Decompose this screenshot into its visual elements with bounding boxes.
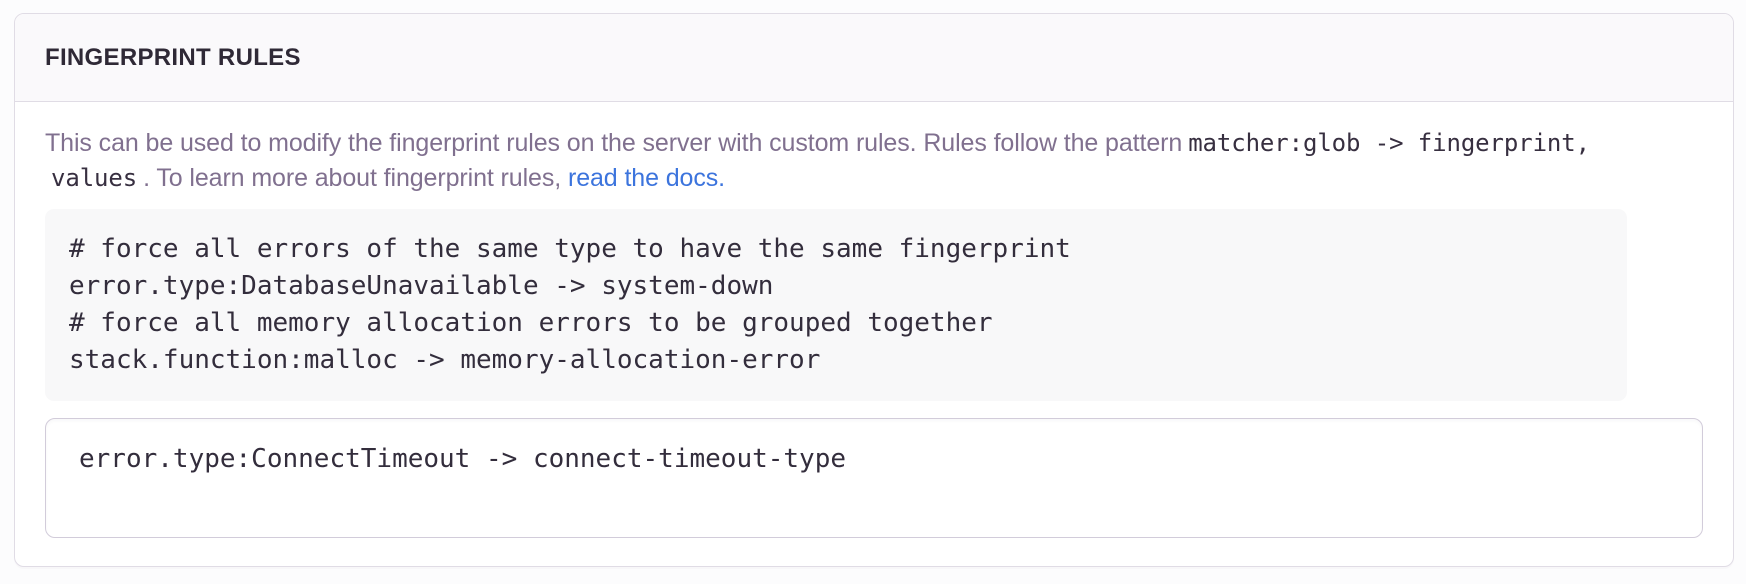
description-text-1: This can be used to modify the fingerpri… (45, 129, 1183, 157)
example-rules-code-block: # force all errors of the same type to h… (45, 209, 1627, 401)
pattern-inline-code-1: matcher:glob -> fingerprint, (1188, 129, 1590, 157)
read-the-docs-link[interactable]: read the docs. (567, 164, 726, 192)
description: This can be used to modify the fingerpri… (45, 126, 1703, 196)
panel-body: This can be used to modify the fingerpri… (15, 102, 1733, 566)
panel-header: FINGERPRINT RULES (15, 14, 1733, 102)
description-line-2: values. To learn more about fingerprint … (45, 161, 1703, 196)
settings-page: FINGERPRINT RULES This can be used to mo… (14, 13, 1734, 567)
description-line-1: This can be used to modify the fingerpri… (45, 126, 1703, 161)
description-text-2: . To learn more about fingerprint rules, (143, 164, 562, 192)
pattern-inline-code-2: values (51, 164, 138, 192)
fingerprint-rules-panel: FINGERPRINT RULES This can be used to mo… (14, 13, 1734, 567)
fingerprint-rules-textarea[interactable]: error.type:ConnectTimeout -> connect-tim… (45, 418, 1703, 538)
panel-title: FINGERPRINT RULES (45, 43, 301, 71)
